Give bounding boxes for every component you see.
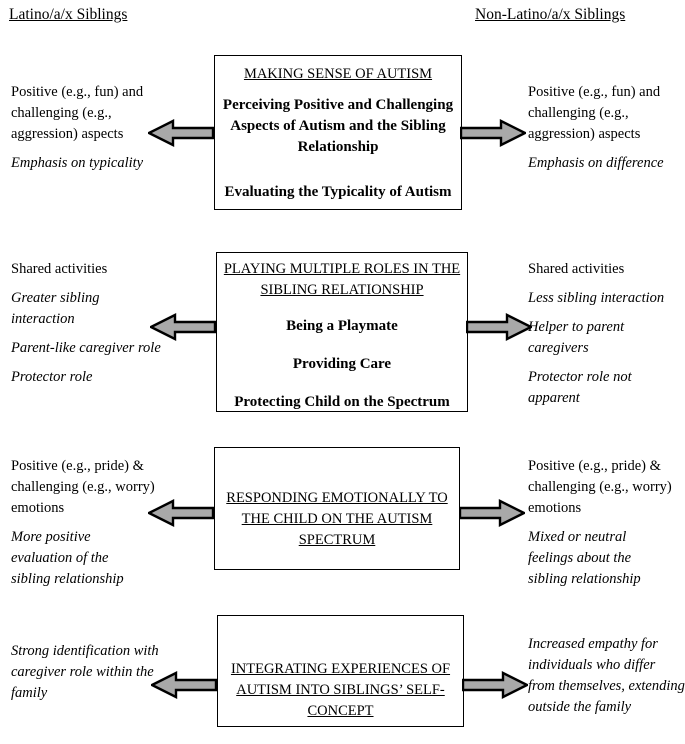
- column-header-right: Non-Latino/a/x Siblings: [475, 6, 626, 23]
- note-italic: Helper to parent caregivers: [528, 319, 625, 356]
- theme-box-title: PLAYING MULTIPLE ROLES IN THE SIBLING RE…: [223, 261, 461, 298]
- section1-left-notes: Positive (e.g., fun) and challenging (e.…: [11, 82, 171, 182]
- note-italic: Emphasis on difference: [528, 155, 664, 171]
- theme-box-playing-roles: PLAYING MULTIPLE ROLES IN THE SIBLING RE…: [216, 252, 468, 412]
- subtheme: Perceiving Positive and Challenging Aspe…: [222, 97, 454, 155]
- section4-right-notes: Increased empathy for individuals who di…: [528, 634, 685, 726]
- arrow-right-icon: [459, 499, 525, 527]
- note-italic: Greater sibling interaction: [11, 290, 100, 327]
- section3-left-notes: Positive (e.g., pride) & challenging (e.…: [11, 456, 171, 598]
- note-italic: Strong identification with caregiver rol…: [11, 643, 159, 701]
- theme-box-title: RESPONDING EMOTIONALLY TO THE CHILD ON T…: [226, 490, 448, 548]
- note-plain: Positive (e.g., pride) & challenging (e.…: [11, 458, 155, 516]
- section1-right-notes: Positive (e.g., fun) and challenging (e.…: [528, 82, 680, 182]
- note-plain: Shared activities: [11, 261, 108, 277]
- note-plain: Positive (e.g., fun) and challenging (e.…: [11, 84, 144, 142]
- theme-box-making-sense: MAKING SENSE OF AUTISM Perceiving Positi…: [214, 55, 462, 210]
- arrow-left-icon: [148, 499, 214, 527]
- note-plain: Shared activities: [528, 261, 625, 277]
- section3-right-notes: Positive (e.g., pride) & challenging (e.…: [528, 456, 680, 598]
- note-italic: Protector role: [11, 369, 93, 385]
- note-italic: Less sibling interaction: [528, 290, 665, 306]
- arrow-left-icon: [151, 671, 217, 699]
- section2-right-notes: Shared activities Less sibling interacti…: [528, 259, 685, 417]
- note-italic: Protector role not apparent: [528, 369, 632, 406]
- subtheme: Being a Playmate: [286, 318, 398, 334]
- note-italic: Emphasis on typicality: [11, 155, 144, 171]
- arrow-right-icon: [460, 119, 526, 147]
- arrow-left-icon: [148, 119, 214, 147]
- note-italic: More positive evaluation of the sibling …: [11, 529, 124, 587]
- subtheme: Evaluating the Typicality of Autism: [224, 184, 452, 200]
- arrow-left-icon: [150, 313, 216, 341]
- section2-left-notes: Shared activities Greater sibling intera…: [11, 259, 161, 396]
- section4-left-notes: Strong identification with caregiver rol…: [11, 641, 163, 712]
- arrow-right-icon: [462, 671, 528, 699]
- column-header-left: Latino/a/x Siblings: [9, 6, 128, 23]
- arrow-right-icon: [466, 313, 532, 341]
- note-italic: Mixed or neutral feelings about the sibl…: [528, 529, 641, 587]
- note-plain: Positive (e.g., pride) & challenging (e.…: [528, 458, 672, 516]
- theme-box-responding-emotionally: RESPONDING EMOTIONALLY TO THE CHILD ON T…: [214, 447, 460, 570]
- note-italic: Increased empathy for individuals who di…: [528, 636, 685, 715]
- theme-box-title: INTEGRATING EXPERIENCES OF AUTISM INTO S…: [230, 661, 451, 719]
- subtheme: Protecting Child on the Spectrum: [234, 394, 450, 410]
- note-plain: Positive (e.g., fun) and challenging (e.…: [528, 84, 661, 142]
- note-italic: Parent-like caregiver role: [11, 340, 161, 356]
- theme-box-title: MAKING SENSE OF AUTISM: [243, 66, 433, 82]
- subtheme: Providing Care: [292, 356, 392, 372]
- theme-box-integrating-experiences: INTEGRATING EXPERIENCES OF AUTISM INTO S…: [217, 615, 464, 727]
